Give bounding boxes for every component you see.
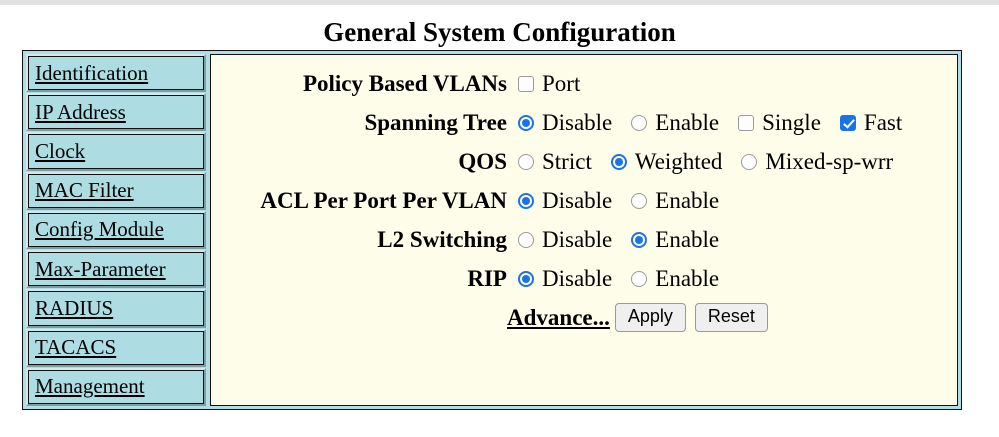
option-enable[interactable]: Enable (631, 266, 719, 292)
option-label: Enable (655, 226, 720, 252)
form-row-qos: QOS Strict Weighted Mixed-sp-wrr (211, 142, 957, 181)
option-enable[interactable]: Enable (631, 110, 719, 136)
sidebar-item-config-module[interactable]: Config Module (26, 210, 206, 250)
option-label: Port (542, 70, 581, 96)
checkbox-port-unchecked-icon[interactable] (518, 75, 534, 92)
radio-strict-unchecked-icon[interactable] (518, 153, 534, 170)
sidebar-item-label[interactable]: Identification (35, 60, 149, 85)
sidebar-item-tacacs[interactable]: TACACS (26, 328, 206, 367)
option-disable[interactable]: Disable (518, 266, 612, 292)
option-label: Disable (542, 187, 613, 213)
sidebar-item-management[interactable]: Management (26, 367, 206, 406)
radio-disable-unchecked-icon[interactable] (518, 231, 534, 248)
sidebar-item-label[interactable]: Max-Parameter (35, 256, 166, 281)
radio-weighted-checked-icon[interactable] (610, 153, 627, 170)
option-single[interactable]: Single (738, 110, 821, 136)
sidebar-item-label[interactable]: Management (35, 374, 145, 399)
row-controls: Disable Enable (507, 188, 719, 214)
row-controls: Disable Enable (507, 266, 719, 292)
window-top-edge (0, 0, 999, 5)
actions: Advance...Apply Reset (507, 303, 777, 332)
advance-link[interactable]: Advance... (507, 304, 610, 330)
sidebar-item-clock[interactable]: Clock (26, 132, 206, 171)
row-label: RIP (467, 265, 507, 291)
option-label: Enable (655, 187, 720, 213)
checkbox-fast-checked-icon[interactable] (839, 114, 856, 131)
radio-enable-unchecked-icon[interactable] (631, 114, 648, 131)
row-label: ACL Per Port Per VLAN (260, 187, 507, 213)
form-row-l2-switching: L2 Switching Disable Enable (211, 220, 957, 259)
form-actions-row: Advance...Apply Reset (211, 298, 957, 337)
option-label: Strict (542, 148, 592, 174)
option-label: Single (762, 109, 821, 135)
option-disable[interactable]: Disable (518, 188, 612, 214)
sidebar-item-label[interactable]: Clock (35, 139, 86, 164)
option-disable[interactable]: Disable (518, 227, 612, 253)
page-title: General System Configuration (323, 17, 676, 47)
form-row-acl-per-port-per-vlan: ACL Per Port Per VLAN Disable Enable (211, 181, 957, 220)
option-label: Disable (542, 226, 613, 252)
sidebar-item-ip-address[interactable]: IP Address (26, 93, 206, 132)
option-mixed-sp-wrr[interactable]: Mixed-sp-wrr (741, 149, 893, 175)
sidebar-item-label[interactable]: MAC Filter (35, 178, 134, 203)
option-disable[interactable]: Disable (518, 110, 612, 136)
radio-disable-checked-icon[interactable] (518, 192, 534, 209)
option-label: Weighted (634, 148, 723, 174)
sidebar-item-mac-filter[interactable]: MAC Filter (26, 171, 206, 210)
row-label: L2 Switching (377, 226, 507, 252)
checkbox-single-unchecked-icon[interactable] (738, 114, 755, 131)
sidebar-item-identification[interactable]: Identification (26, 54, 206, 93)
option-label: Disable (542, 109, 613, 135)
option-port[interactable]: Port (518, 71, 580, 97)
sidebar-item-max-parameter[interactable]: Max-Parameter (26, 250, 206, 289)
reset-button[interactable]: Reset (694, 303, 768, 332)
row-controls: Port (507, 71, 580, 97)
radio-disable-checked-icon[interactable] (518, 270, 534, 287)
radio-disable-checked-icon[interactable] (518, 114, 534, 131)
sidebar-item-radius[interactable]: RADIUS (26, 289, 206, 328)
radio-mixed-sp-wrr-unchecked-icon[interactable] (741, 153, 758, 170)
row-controls: Disable Enable (507, 227, 719, 253)
option-strict[interactable]: Strict (518, 149, 592, 175)
sidebar-item-label[interactable]: RADIUS (35, 295, 114, 320)
option-label: Disable (542, 265, 613, 291)
sidebar-item-label[interactable]: TACACS (35, 335, 117, 360)
form-row-policy-based-vlans: Policy Based VLANs Port (211, 64, 957, 103)
radio-enable-checked-icon[interactable] (631, 231, 648, 248)
option-enable[interactable]: Enable (631, 227, 719, 253)
option-weighted[interactable]: Weighted (610, 148, 723, 175)
apply-button[interactable]: Apply (614, 303, 686, 332)
radio-enable-unchecked-icon[interactable] (631, 270, 648, 287)
option-label: Enable (655, 109, 720, 135)
row-controls: Disable Enable Single Fast (507, 110, 902, 136)
option-label: Fast (863, 109, 903, 135)
option-label: Mixed-sp-wrr (765, 148, 894, 174)
row-label: Policy Based VLANs (302, 70, 507, 96)
sidebar-item-label[interactable]: IP Address (35, 99, 126, 124)
option-label: Enable (655, 265, 720, 291)
form-row-rip: RIP Disable Enable (211, 259, 957, 298)
radio-enable-unchecked-icon[interactable] (631, 192, 648, 209)
option-fast[interactable]: Fast (839, 109, 903, 136)
row-controls: Strict Weighted Mixed-sp-wrr (507, 149, 893, 175)
row-label: QOS (458, 148, 507, 174)
sidebar-item-label[interactable]: Config Module (35, 217, 164, 242)
row-label: Spanning Tree (364, 109, 507, 135)
option-enable[interactable]: Enable (631, 188, 719, 214)
form-row-spanning-tree: Spanning Tree Disable Enable Single Fast (211, 103, 957, 142)
